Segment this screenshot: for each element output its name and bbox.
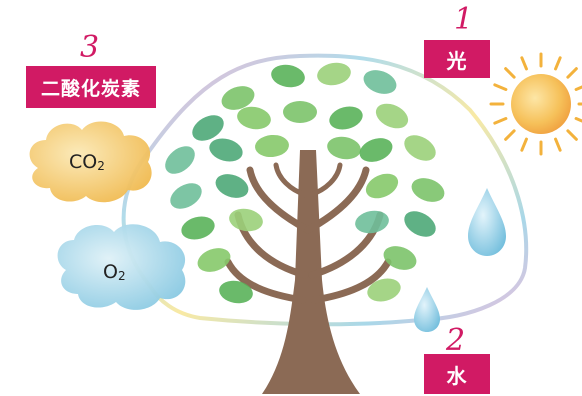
sun-ray <box>566 129 578 141</box>
leaf-icon <box>329 106 363 130</box>
step-number-co2: 3 <box>80 30 100 65</box>
sun-icon <box>489 52 582 156</box>
leaf-icon <box>237 106 271 130</box>
leaf-icon <box>283 101 317 123</box>
sun-ray <box>554 56 562 71</box>
o2-subscript: 2 <box>117 269 126 283</box>
label-water: 水 <box>424 354 490 394</box>
sun-ray <box>574 85 582 91</box>
step-number-water: 2 <box>446 323 466 358</box>
leaf-icon <box>363 70 397 94</box>
leaf-icon <box>404 211 436 237</box>
leaf-icon <box>367 278 401 302</box>
sun-ray <box>520 56 528 71</box>
leaf-icon <box>219 280 253 304</box>
leaf-icon <box>411 178 445 202</box>
co2-main: CO <box>69 151 98 173</box>
tree-icon <box>224 150 392 394</box>
leaf-icon <box>383 246 417 270</box>
leaf-icon <box>197 248 231 272</box>
leaf-icon <box>359 138 393 162</box>
sun-ray <box>504 67 516 79</box>
leaf-icon <box>327 136 361 160</box>
o2-text: O2 <box>103 262 126 284</box>
leaf-icon <box>192 115 224 141</box>
sun-ray <box>566 67 578 79</box>
label-light: 光 <box>424 40 490 78</box>
leaf-icon <box>181 216 215 240</box>
water-drop-icon <box>414 287 440 332</box>
leaf-icon <box>317 62 351 86</box>
step-number-light: 1 <box>454 2 474 37</box>
leaf-icon <box>165 146 195 174</box>
cloud-icon <box>57 224 186 310</box>
tree-leaves <box>165 62 445 304</box>
cloud-icon <box>29 121 152 203</box>
o2-main: O <box>103 261 118 283</box>
leaf-icon <box>221 86 255 110</box>
sun-ray <box>504 129 516 141</box>
leaf-icon <box>229 208 263 232</box>
label-carbon-dioxide: 二酸化炭素 <box>26 66 156 108</box>
leaf-icon <box>365 173 399 199</box>
leaf-icon <box>271 64 305 88</box>
sun-ray <box>493 117 508 125</box>
leaf-icon <box>404 135 436 161</box>
sun-ray <box>493 83 508 91</box>
leaf-icon <box>215 174 249 198</box>
water-drop-icon <box>468 188 506 256</box>
co2-text: CO2 <box>69 152 105 174</box>
sun-ray <box>520 137 528 152</box>
leaf-icon <box>375 103 409 129</box>
co2-subscript: 2 <box>97 159 105 173</box>
leaf-icon <box>170 183 202 209</box>
leaf-icon <box>209 138 243 162</box>
sun-ray <box>554 137 562 152</box>
sun-ray <box>574 117 582 123</box>
leaf-icon <box>355 210 389 234</box>
leaf-icon <box>255 134 289 158</box>
